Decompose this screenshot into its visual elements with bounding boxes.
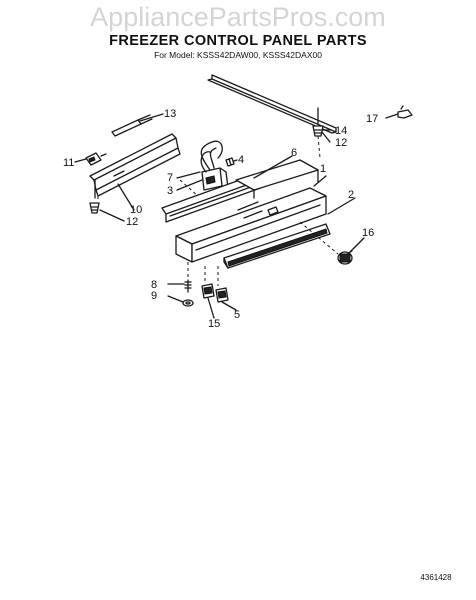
callout-17: 17 <box>366 113 378 125</box>
callout-1: 1 <box>320 163 326 175</box>
callout-labels: 1 2 3 4 5 6 7 8 9 10 11 12 12 13 14 15 1… <box>63 108 378 330</box>
callout-5: 5 <box>234 309 240 321</box>
callout-6: 6 <box>291 147 297 159</box>
callout-13: 13 <box>164 108 176 120</box>
face-panel <box>223 223 331 269</box>
housing-screw <box>184 279 192 293</box>
callout-12-rail: 12 <box>335 137 347 149</box>
alignment-lines <box>97 135 339 286</box>
watermark: AppliancePartsPros.com <box>90 2 386 32</box>
callout-2: 2 <box>348 189 354 201</box>
callout-3: 3 <box>167 185 173 197</box>
knob-part <box>85 152 107 166</box>
bracket-part <box>89 133 181 199</box>
bracket-screw <box>89 202 100 214</box>
callout-11: 11 <box>63 157 74 169</box>
clip-part <box>397 105 413 119</box>
washer <box>182 299 194 307</box>
rod-part <box>111 114 153 137</box>
diagram-code: 4361428 <box>420 573 452 582</box>
diagram-title: FREEZER CONTROL PANEL PARTS <box>109 33 367 49</box>
control-housing <box>175 187 327 263</box>
callout-8: 8 <box>151 279 157 291</box>
callout-16: 16 <box>362 227 374 239</box>
callout-9: 9 <box>151 290 157 302</box>
callout-12-bracket: 12 <box>126 216 138 228</box>
callout-7: 7 <box>167 172 173 184</box>
rail-screw <box>312 107 324 137</box>
callout-10: 10 <box>130 204 142 216</box>
button-part-a <box>201 283 215 299</box>
model-line: For Model: KSSS42DAW00, KSSS42DAX00 <box>154 50 322 60</box>
control-switch <box>200 140 229 191</box>
callout-4: 4 <box>238 154 244 166</box>
control-knob <box>337 250 353 265</box>
callout-15: 15 <box>208 318 220 330</box>
top-rail <box>207 74 337 134</box>
housing-top <box>235 159 319 199</box>
leader-lines <box>74 113 399 319</box>
button-part-b <box>215 287 229 303</box>
callout-14: 14 <box>335 125 347 137</box>
switch-screw <box>225 157 235 167</box>
